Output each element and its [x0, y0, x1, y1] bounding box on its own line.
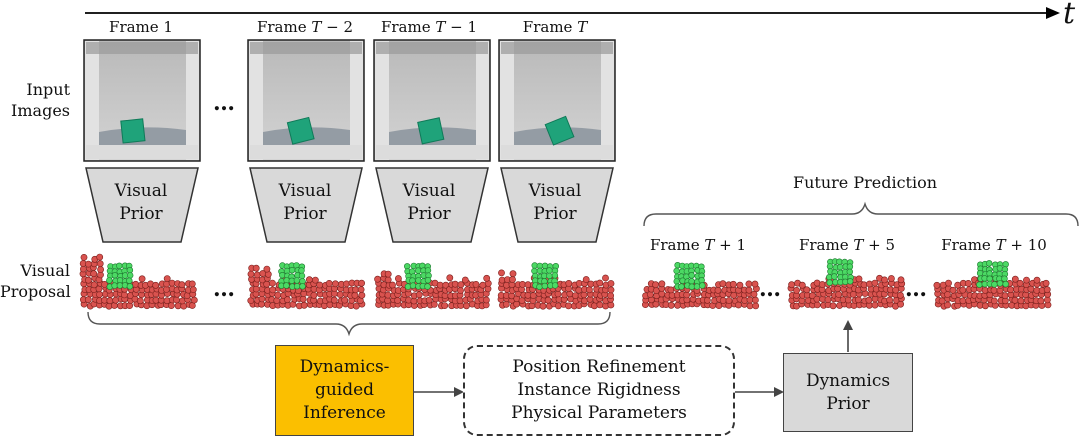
input-images-label-line2: Images [11, 101, 70, 120]
input-image-2 [247, 39, 365, 162]
future-frame-label-5-suffix: + 5 [863, 236, 896, 254]
frame-label-t-var: T [577, 18, 588, 36]
dynamics-prior-line1: Dynamics [805, 370, 891, 391]
visual-prior-1-line1: Visual [114, 181, 168, 201]
future-frame-label-10-prefix: Frame [941, 236, 996, 254]
visual-prior-group [85, 167, 614, 243]
future-frame-label-10-suffix: + 10 [1005, 236, 1047, 254]
input-ellipsis: … [213, 90, 236, 116]
visual-prior-3-line2: Prior [407, 204, 451, 224]
visual-proposal-label-line2: Proposal [0, 282, 71, 301]
visual-proposal-label-line1: Visual [20, 261, 70, 280]
visual-proposal-4 [497, 262, 615, 310]
frame-label-t-minus-1-var: T [435, 18, 446, 36]
frame-label-t: Frame T [495, 18, 615, 36]
visual-prior-2-line1: Visual [278, 181, 332, 201]
dynamics-prior-box: Dynamics Prior [783, 353, 913, 432]
future-frame-label-10-var: T [995, 236, 1006, 254]
refinement-line2: Instance Rigidness [517, 380, 681, 400]
visual-proposal-2 [247, 262, 366, 310]
frame-label-t-minus-2-suffix: − 2 [321, 18, 354, 36]
visual-prior-4-line2: Prior [533, 204, 577, 224]
future-frame-1 [642, 262, 760, 310]
future-prediction-title: Future Prediction [792, 173, 938, 192]
frame-label-t-minus-1-prefix: Frame [380, 18, 436, 36]
input-image-group [83, 39, 616, 162]
input-image-4 [498, 39, 616, 162]
inference-line3: Inference [303, 403, 386, 423]
visual-prior-trapezoid-3 [375, 167, 489, 243]
input-images-label-line1: Input [26, 80, 70, 99]
frame-label-t-prefix: Frame [522, 18, 578, 36]
frame-label-t-minus-1-suffix: − 1 [445, 18, 478, 36]
future-brace [643, 201, 1079, 227]
proposal-ellipsis: … [213, 276, 236, 302]
input-image-1 [83, 39, 201, 162]
dynamics-guided-inference-box: Dynamics- guided Inference [275, 345, 414, 436]
refinement-line1: Position Refinement [512, 357, 686, 377]
visual-prior-3-line1: Visual [402, 181, 456, 201]
frame-label-t-minus-2: Frame T − 2 [245, 18, 365, 36]
future-frame-label-1-var: T [704, 236, 715, 254]
frame-label-t-minus-2-prefix: Frame [256, 18, 312, 36]
future-frame-10 [933, 260, 1052, 310]
future-frame-label-1-prefix: Frame [649, 236, 705, 254]
visual-proposal-1 [79, 253, 198, 310]
inference-line2: guided [314, 380, 375, 400]
future-frame-label-5-prefix: Frame [798, 236, 854, 254]
frame-label-1: Frame 1 [81, 18, 201, 36]
visual-prior-2-line2: Prior [283, 204, 327, 224]
dynamics-prior-line2: Prior [826, 393, 870, 414]
inference-line1: Dynamics- [299, 357, 390, 377]
refinement-line3: Physical Parameters [511, 403, 687, 423]
proposal-brace [87, 311, 611, 337]
time-axis-label: t [1063, 0, 1076, 31]
future-ellipsis-1: … [759, 276, 782, 302]
visual-prior-trapezoid-1 [85, 167, 199, 243]
frame-label-t-minus-1: Frame T − 1 [369, 18, 489, 36]
visual-prior-trapezoid-4 [500, 167, 614, 243]
refinement-box: Position Refinement Instance Rigidness P… [463, 345, 735, 436]
future-frame-label-1: Frame T + 1 [638, 236, 758, 254]
visual-prior-4-line1: Visual [528, 181, 582, 201]
frame-label-1-prefix: Frame [109, 18, 164, 36]
future-frame-label-1-suffix: + 1 [714, 236, 747, 254]
input-images-label: Input Images [0, 79, 70, 121]
visual-prior-1-line2: Prior [119, 204, 163, 224]
future-frame-label-10: Frame T + 10 [934, 236, 1054, 254]
future-frame-label-5: Frame T + 5 [787, 236, 907, 254]
future-frame-5 [787, 258, 906, 310]
frame-label-1-var: 1 [163, 18, 173, 36]
future-ellipsis-2: … [905, 276, 928, 302]
frame-label-t-minus-2-var: T [311, 18, 322, 36]
visual-prior-trapezoid-2 [249, 167, 363, 243]
visual-proposal-label: Visual Proposal [0, 260, 71, 302]
input-image-3 [373, 39, 491, 162]
particle-cloud-group [79, 253, 1052, 310]
future-frame-label-5-var: T [853, 236, 864, 254]
visual-proposal-3 [374, 262, 492, 310]
